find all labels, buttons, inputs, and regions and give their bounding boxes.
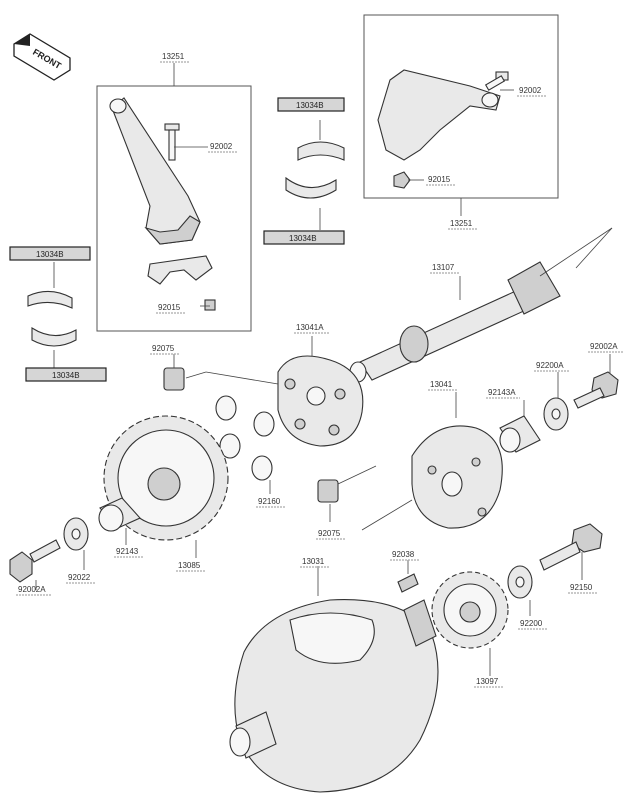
- part-label-92200A: 92200A: [536, 361, 564, 370]
- damper-a: [163, 367, 185, 391]
- part-label-13034B-mid: 13034B: [289, 234, 317, 243]
- bearing-half-left: [27, 290, 77, 347]
- part-label-92150: 92150: [570, 583, 593, 592]
- conrod-bolt-left: [164, 123, 180, 161]
- part-label-13251-right: 13251: [450, 219, 473, 228]
- part-label-92143: 92143: [116, 547, 139, 556]
- key-92038: [397, 573, 419, 593]
- part-label-13085: 13085: [178, 561, 201, 570]
- washer-92200: [507, 565, 533, 599]
- part-label-92002A-left: 92002A: [18, 585, 46, 594]
- part-label-92015-right: 92015: [428, 175, 451, 184]
- collar-92143A: [499, 415, 541, 453]
- part-label-92143A: 92143A: [488, 388, 516, 397]
- part-label-13034B-left-top: 13034B: [36, 250, 64, 259]
- bearing-half-top-center: [285, 141, 345, 199]
- balancer-drive-gear: [103, 415, 229, 541]
- part-label-13251-left: 13251: [162, 52, 185, 61]
- collar-92143: [98, 497, 141, 532]
- conrod-bolt-right: [484, 71, 509, 91]
- crankshaft-gear: [431, 571, 509, 649]
- part-label-92022: 92022: [68, 573, 91, 582]
- front-arrow-icon: FRONT: [13, 33, 71, 81]
- conrod-cap-left: [147, 255, 216, 311]
- part-label-13097: 13097: [476, 677, 499, 686]
- balancer-shaft: [349, 261, 561, 383]
- part-label-92002A-right: 92002A: [590, 342, 618, 351]
- part-label-13034B-top: 13034B: [296, 101, 324, 110]
- bolt-92150: [539, 523, 603, 571]
- connecting-rod-right: [377, 69, 501, 161]
- part-label-92160: 92160: [258, 497, 281, 506]
- part-label-92038: 92038: [392, 550, 415, 559]
- connecting-rod-left: [109, 97, 201, 245]
- washer-92200A: [543, 397, 569, 431]
- balancer-gear-hub-rear: [411, 425, 503, 529]
- part-label-13034B-left-bottom: 13034B: [52, 371, 80, 380]
- part-label-92015-left: 92015: [158, 303, 181, 312]
- part-label-13107: 13107: [432, 263, 455, 272]
- bolt-92002A-right: [573, 371, 619, 409]
- balancer-gear-hub: [277, 355, 364, 447]
- part-label-13041: 13041: [430, 380, 453, 389]
- part-label-92200: 92200: [520, 619, 543, 628]
- conrod-nut-right: [393, 171, 411, 189]
- washer-92022: [63, 517, 89, 551]
- part-label-92002-left: 92002: [210, 142, 233, 151]
- damper-b: [317, 479, 339, 503]
- bolt-92002A-left: [9, 539, 61, 583]
- crankshaft: [229, 599, 439, 793]
- part-label-92002-right: 92002: [519, 86, 542, 95]
- part-label-92075-a: 92075: [152, 344, 175, 353]
- collar-set: [215, 395, 275, 481]
- part-label-92075-b: 92075: [318, 529, 341, 538]
- part-label-13041A: 13041A: [296, 323, 324, 332]
- part-label-13031: 13031: [302, 557, 325, 566]
